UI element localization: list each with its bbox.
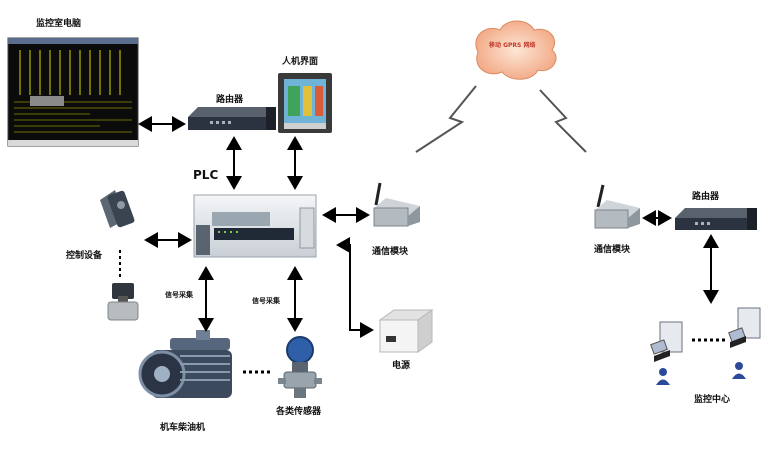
plc-unit-icon — [193, 194, 317, 258]
label-signal-acq-left: 信号采集 — [165, 291, 193, 299]
label-control-device: 控制设备 — [66, 251, 103, 261]
comm-module-right-icon — [594, 184, 640, 229]
gprs-cloud-icon — [475, 20, 557, 80]
label-signal-acq-right: 信号采集 — [252, 297, 280, 305]
lightning-left-icon — [415, 85, 477, 153]
diesel-engine-icon — [138, 330, 232, 398]
solenoid-valve-icon — [107, 283, 139, 321]
label-comm-module-left: 通信模块 — [372, 247, 409, 257]
pressure-sensor-icon — [278, 336, 322, 398]
router-left-icon — [188, 107, 276, 130]
router-right-icon — [675, 208, 757, 230]
power-supply-icon — [378, 309, 434, 353]
label-engine: 机车柴油机 — [160, 423, 206, 433]
user-right-icon — [732, 362, 746, 379]
label-router-right: 路由器 — [692, 192, 720, 202]
monitor-screen-icon — [7, 37, 139, 147]
label-sensors: 各类传感器 — [276, 407, 322, 417]
control-switch-icon — [100, 190, 135, 228]
workstation-left-icon — [650, 321, 683, 362]
workstation-right-icon — [728, 307, 761, 348]
label-router-left: 路由器 — [216, 95, 244, 105]
label-plc: PLC — [193, 168, 219, 182]
arrow-power-plc — [336, 237, 374, 338]
hmi-panel-icon — [278, 73, 332, 133]
label-monitor-center: 监控中心 — [694, 395, 731, 405]
label-monitor-pc: 监控室电脑 — [36, 19, 82, 29]
label-power: 电源 — [392, 361, 411, 371]
label-comm-module-right: 通信模块 — [594, 245, 631, 255]
label-cloud: 移动 GPRS 网络 — [489, 42, 536, 49]
lightning-right-icon — [539, 89, 587, 153]
comm-module-left-icon — [373, 182, 420, 227]
label-hmi: 人机界面 — [282, 57, 319, 67]
user-left-icon — [656, 368, 670, 385]
